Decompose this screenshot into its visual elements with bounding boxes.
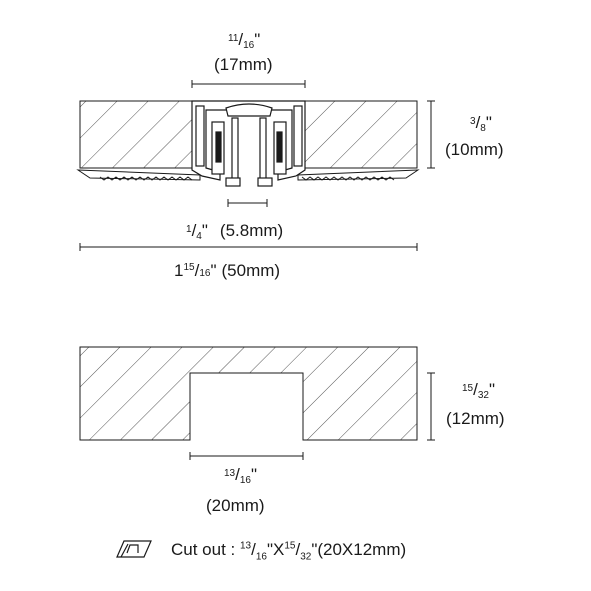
opening-width-dimension [191,80,306,88]
overall-width-num: 15 [183,262,195,273]
cutout-width-den: 16 [240,475,252,486]
cutout-width-num: 13 [224,468,236,479]
caption-prefix: Cut out : [171,540,240,559]
overall-width-den: 16 [199,268,211,279]
right-substrate [304,100,418,169]
left-substrate [79,100,193,169]
overall-width-label: 115/16"(50mm) [174,261,280,280]
slot-width-label: 1/4"(5.8mm) [186,221,283,242]
caption-suffix: "(20X12mm) [311,540,407,559]
depth-den: 8 [480,123,486,134]
right-flange [297,169,420,181]
slot-width-dimension [227,199,268,207]
cutout-depth-inch: " [489,380,495,399]
cutout-substrate [79,346,418,441]
caption-depth-num: 15 [284,540,296,552]
cutout-caption: Cut out : 13/16"X15/32"(20X12mm) [171,540,407,563]
left-flange [76,169,201,181]
opening-width-inch: " [254,30,260,49]
slot-width-metric: (5.8mm) [220,221,283,240]
depth-dimension [427,100,435,169]
profile-section [76,80,435,251]
depth-metric: (10mm) [445,140,504,159]
opening-width-num: 11 [228,33,239,44]
caption-x: "X [266,540,285,559]
depth-inch: " [486,113,492,132]
cutout-width-fraction: 13/16" [224,465,257,486]
depth-fraction: 3/8" [470,113,492,134]
cutout-section [79,346,435,460]
cutout-depth-den: 32 [478,390,490,401]
slot-width-den: 4 [196,231,202,242]
opening-width-den: 16 [243,40,255,51]
caption-depth-den: 32 [300,551,312,563]
cutout-depth-fraction: 15/32" [462,380,495,401]
cutout-depth-num: 15 [462,383,474,394]
cutout-width-dimension [189,452,304,460]
slot-width-num: 1 [186,224,192,235]
cutout-depth-dimension [427,372,435,441]
overall-width-dimension [79,243,418,251]
overall-width-metric: (50mm) [222,261,281,280]
cutout-width-inch: " [251,465,257,484]
track-profile [191,100,306,187]
slot-width-inch: " [202,221,208,240]
opening-width-metric: (17mm) [214,55,273,74]
cutout-icon [116,540,152,558]
opening-width-fraction: 11/16" [228,30,260,51]
caption-width-num: 13 [239,540,252,552]
cutout-width-metric: (20mm) [206,496,265,515]
cutout-depth-metric: (12mm) [446,409,505,428]
overall-width-whole: 1 [174,261,183,280]
depth-num: 3 [470,116,476,127]
caption-width-den: 16 [255,551,267,563]
overall-width-inch: " [210,261,216,280]
